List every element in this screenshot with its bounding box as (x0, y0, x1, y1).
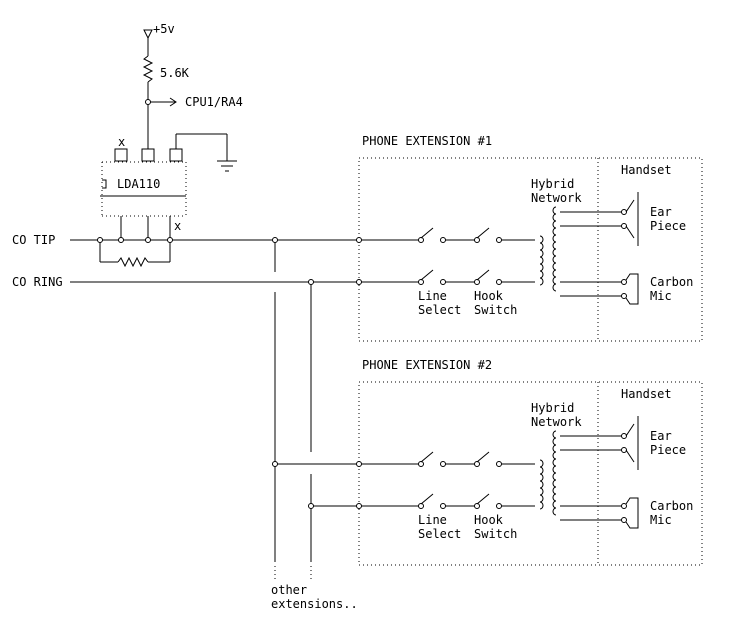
line-select-label-1: Line (418, 513, 447, 527)
mic-label-2: Mic (650, 289, 672, 303)
hook-switch (476, 269, 490, 281)
cpu-output-label: CPU1/RA4 (185, 95, 243, 109)
chip-pin-top-3 (169, 148, 183, 162)
carbon-mic-icon (625, 273, 639, 305)
co-lines: CO TIP CO RING other extensions.. (12, 233, 419, 611)
mic-label-2: Mic (650, 513, 672, 527)
hybrid-secondary-coil (552, 206, 557, 292)
chip-label: LDA110 (117, 177, 160, 191)
extension-title: PHONE EXTENSION #2 (362, 358, 492, 372)
hook-switch-label-1: Hook (474, 289, 504, 303)
carbon-mic-icon (625, 497, 639, 529)
hybrid-secondary-coil (552, 430, 557, 516)
extension-box (358, 157, 703, 342)
line-select-label-1: Line (418, 289, 447, 303)
line-select-label-2: Select (418, 527, 461, 541)
power-section: +5v 5.6K CPU1/RA4 x LDA110 x (100, 22, 243, 238)
phone-extension-1: PHONE EXTENSION #1 HandsetHybridNetworkLi… (356, 134, 703, 342)
line-select-label-2: Select (418, 303, 461, 317)
resistor-label: 5.6K (160, 66, 190, 80)
hook-switch-label-2: Switch (474, 303, 517, 317)
mic-label-1: Carbon (650, 499, 693, 513)
hook-switch (476, 227, 490, 239)
hybrid-label-1: Hybrid (531, 177, 574, 191)
hybrid-label-2: Network (531, 415, 582, 429)
cpu-arrow-icon (169, 97, 177, 107)
pullup-resistor (142, 55, 154, 83)
hook-switch-label-1: Hook (474, 513, 504, 527)
hybrid-primary-coil (539, 459, 544, 510)
chip-pin-top-1 (114, 148, 128, 162)
ear-label-1: Ear (650, 429, 672, 443)
ear-label-1: Ear (650, 205, 672, 219)
ground-icon (217, 160, 237, 172)
extension-box (358, 381, 703, 566)
line-select-switch (420, 451, 434, 463)
phone-extension-2: PHONE EXTENSION #2 HandsetHybridNetworkLi… (356, 358, 703, 566)
chip-pin-top-2 (141, 148, 155, 162)
supply-arrow-icon (143, 29, 153, 40)
ear-label-2: Piece (650, 443, 686, 457)
mic-label-1: Carbon (650, 275, 693, 289)
hybrid-primary-coil (539, 235, 544, 286)
ear-label-2: Piece (650, 219, 686, 233)
hybrid-label-2: Network (531, 191, 582, 205)
handset-label: Handset (621, 387, 672, 401)
chip-notch (102, 179, 107, 189)
handset-label: Handset (621, 163, 672, 177)
supply-label: +5v (153, 22, 175, 36)
chip-x-bottom-label: x (174, 219, 181, 233)
extension-title: PHONE EXTENSION #1 (362, 134, 492, 148)
hook-switch-label-2: Switch (474, 527, 517, 541)
co-tip-label: CO TIP (12, 233, 55, 247)
co-ring-label: CO RING (12, 275, 63, 289)
hybrid-label-1: Hybrid (531, 401, 574, 415)
opto-chip: x LDA110 x (100, 135, 187, 238)
cpu-node (145, 99, 151, 105)
other-extensions-label-2: extensions.. (271, 597, 358, 611)
line-select-switch (420, 227, 434, 239)
chip-x-top-label: x (118, 135, 125, 149)
hook-switch (476, 493, 490, 505)
hook-switch (476, 451, 490, 463)
line-select-switch (420, 269, 434, 281)
line-select-switch (420, 493, 434, 505)
other-extensions-label-1: other (271, 583, 307, 597)
sense-resistor (117, 256, 149, 268)
